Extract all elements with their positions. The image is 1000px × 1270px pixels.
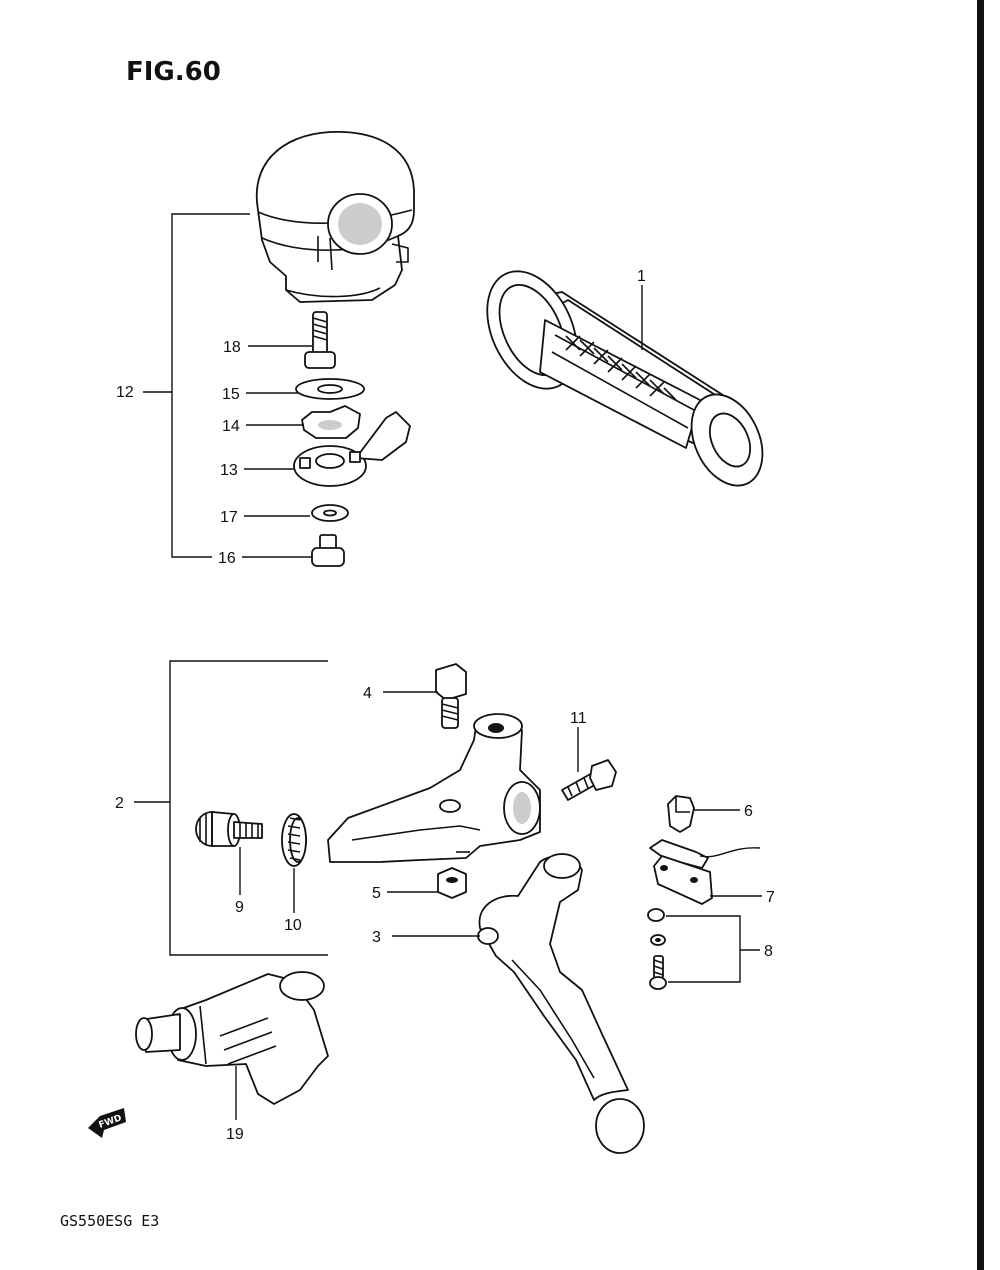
callout-5: 5 [372,885,381,902]
washer-15 [295,378,365,400]
callout-6: 6 [744,803,753,820]
callout-3: 3 [372,929,381,946]
nut-5 [437,867,467,899]
bolt-11 [561,759,617,801]
callout-19: 19 [226,1126,244,1143]
clutch-switch-7 [649,839,761,905]
callout-9: 9 [235,899,244,916]
clutch-lever-3 [477,853,645,1154]
callout-15: 15 [222,386,240,403]
callout-17: 17 [220,509,238,526]
adjuster-13 [293,411,411,487]
callout-10: 10 [284,917,302,934]
handle-grip-1 [486,270,764,487]
screw-set-8 [647,908,667,990]
callout-1: 1 [637,268,646,285]
forward-direction-icon: FWD [88,1108,126,1138]
callout-12: 12 [116,384,134,401]
callout-13: 13 [220,462,238,479]
screw-16 [311,534,345,567]
washer-17 [311,504,349,522]
throttle-housing-part [255,131,415,303]
callout-8: 8 [764,943,773,960]
adjuster-bolt-9 [195,811,263,847]
lever-holder-body [327,713,541,863]
locknut-10 [281,813,307,867]
callout-16: 16 [218,550,236,567]
screw-18 [304,311,336,369]
callout-2: 2 [115,795,124,812]
callout-4: 4 [363,685,372,702]
group-bracket-8 [666,915,741,983]
group-bracket-12 [171,213,250,558]
switch-housing-19 [135,971,329,1105]
callout-11: 11 [570,710,587,727]
callout-18: 18 [223,339,241,356]
switch-cap-6 [667,795,695,833]
group-bracket-2 [169,660,328,956]
bolt-4 [435,663,467,729]
figure-title: FIG.60 [126,57,221,87]
model-code: GS550ESG E3 [60,1212,159,1230]
lock-plate-14 [301,405,361,439]
callout-14: 14 [222,418,240,435]
page-border-right [977,0,984,1270]
callout-7: 7 [766,889,775,906]
